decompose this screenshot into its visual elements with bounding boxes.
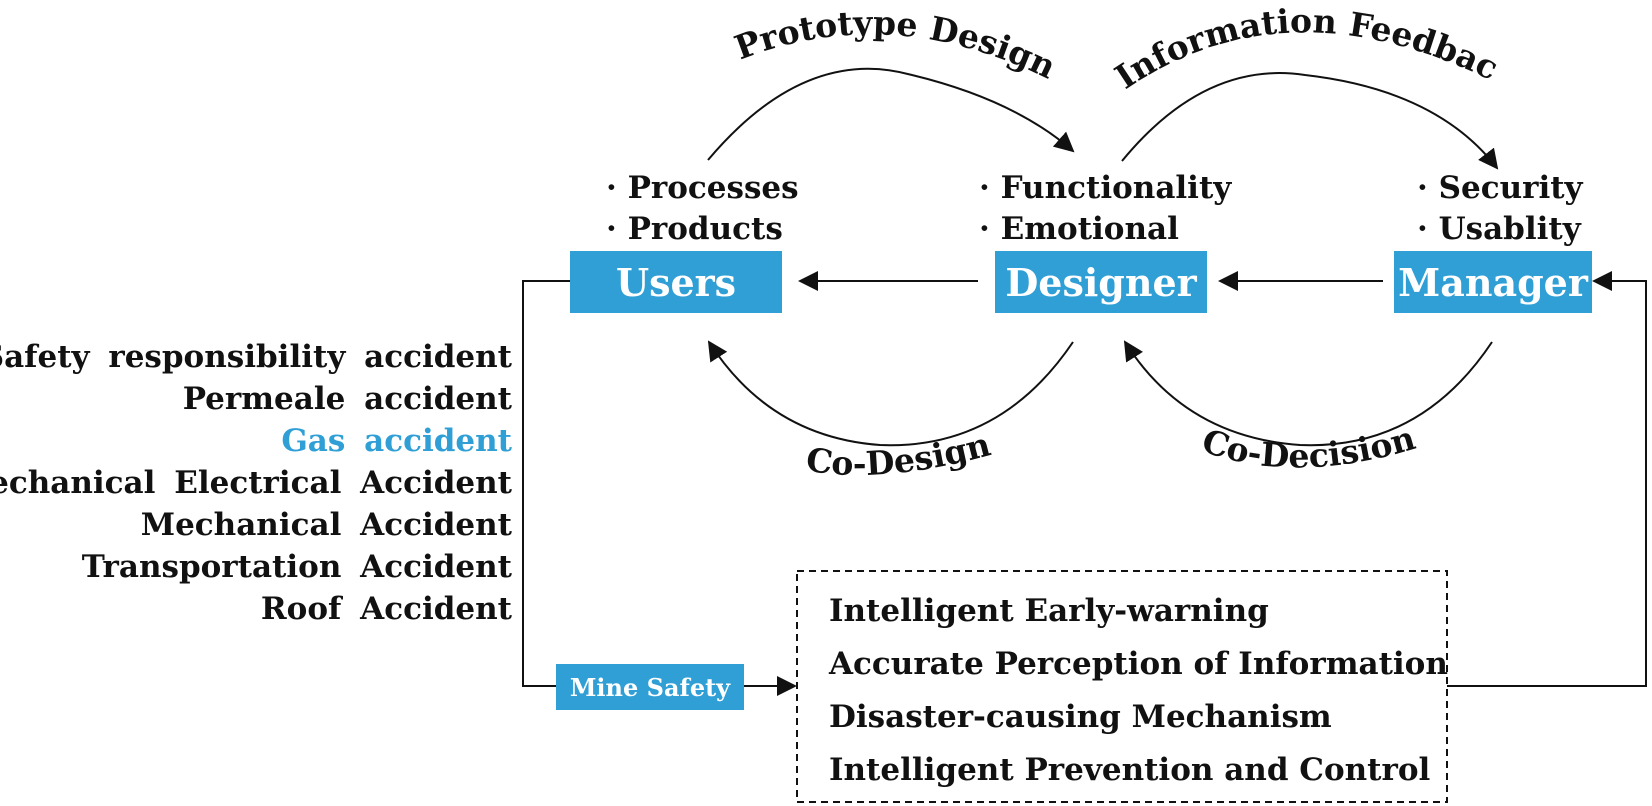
accident-item: Mechanical Accident — [140, 507, 512, 543]
prototype-design-label: Prototype Design — [729, 3, 1062, 86]
manager-attributes: Security Usablity — [1417, 168, 1583, 250]
designer-label: Designer — [1005, 259, 1197, 305]
users-label: Users — [615, 259, 737, 305]
measure-item: Accurate Perception of Information — [829, 646, 1448, 682]
accident-item: Transportation Accident — [81, 549, 512, 585]
co-decision-label: Co-Decision — [1197, 418, 1419, 476]
co-design-label: Co-Design — [804, 424, 995, 483]
manager-attribute-item: Usablity — [1417, 209, 1583, 250]
accident-item-highlighted: Gas accident — [281, 423, 512, 459]
designer-attributes: Functionality Emotional — [979, 168, 1232, 250]
users-box: Users — [570, 251, 782, 313]
co-design-arc — [707, 340, 1074, 447]
accident-item: Roof Accident — [260, 591, 512, 627]
users-attributes: Processes Products — [606, 168, 799, 250]
measure-item: Intelligent Prevention and Control — [829, 752, 1431, 788]
prototype-design-arc — [707, 67, 1075, 161]
users-to-mine-safety-connector — [522, 280, 570, 687]
mine-safety-label: Mine Safety — [569, 672, 731, 702]
measures-list: Intelligent Early-warning Accurate Perce… — [797, 568, 1448, 802]
users-attribute-item: Processes — [606, 168, 799, 209]
designer-box: Designer — [995, 251, 1207, 313]
measure-item: Intelligent Early-warning — [829, 593, 1269, 629]
designer-attribute-item: Emotional — [979, 209, 1231, 250]
measures-to-manager-connector — [1447, 271, 1647, 687]
users-attribute-item: Products — [606, 209, 799, 250]
information-feedback-arc — [1121, 72, 1499, 170]
mine-safety-box: Mine Safety — [556, 664, 744, 710]
measures-frame — [796, 570, 1448, 803]
designer-attribute-item: Functionality — [979, 168, 1232, 209]
manager-label: Manager — [1398, 259, 1588, 305]
manager-box: Manager — [1394, 251, 1592, 313]
accident-item: Safety responsibility accident — [0, 339, 512, 375]
accident-list: Safety responsibility accident Permeale … — [0, 336, 512, 630]
manager-attribute-item: Security — [1417, 168, 1583, 209]
measure-item: Disaster-causing Mechanism — [829, 699, 1332, 735]
accident-item: Permeale accident — [182, 381, 512, 417]
co-decision-arc — [1123, 340, 1493, 447]
accident-item: Mechanical Electrical Accident — [0, 465, 512, 501]
